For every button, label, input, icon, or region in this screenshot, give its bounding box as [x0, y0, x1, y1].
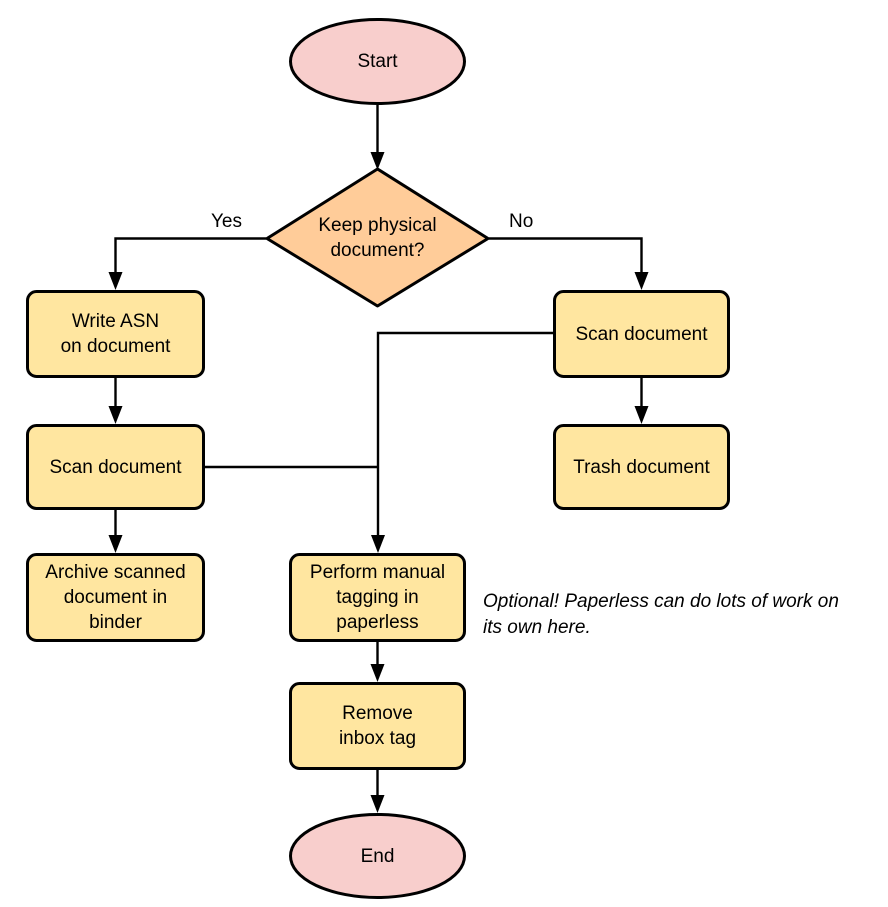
edge-start-to-decision: [370, 105, 385, 170]
node-trash-document[interactable]: [553, 424, 730, 510]
edge-decision-no: [489, 237, 649, 290]
node-write-asn[interactable]: [26, 290, 205, 378]
node-decision-keep-physical-document[interactable]: [265, 167, 490, 308]
node-remove-inbox-tag[interactable]: [289, 682, 466, 770]
arrow-head-icon: [634, 406, 649, 424]
edge-remove-tag-to-end: [370, 770, 385, 813]
arrow-head-icon: [108, 535, 123, 553]
edge-scan-left-to-archive: [108, 510, 123, 553]
arrow-head-icon: [108, 406, 123, 424]
arrow-head-icon: [371, 535, 385, 553]
edge-label-no: No: [509, 211, 534, 232]
edge-scan-right-to-trash: [634, 378, 649, 424]
arrow-head-icon: [370, 152, 385, 170]
arrow-head-icon: [370, 795, 385, 813]
node-scan-document-right[interactable]: [553, 290, 730, 378]
node-scan-document-left[interactable]: [26, 424, 205, 510]
edge-decision-yes: [108, 237, 266, 290]
node-archive-scanned-document[interactable]: [26, 553, 205, 642]
edge-label-yes: Yes: [211, 211, 242, 232]
node-end[interactable]: [289, 813, 466, 899]
edge-tagging-to-remove-tag: [370, 642, 385, 682]
node-perform-manual-tagging[interactable]: [289, 553, 466, 642]
optional-note: Optional! Paperless can do lots of work …: [483, 591, 839, 638]
node-start[interactable]: [289, 18, 466, 105]
arrow-head-icon: [108, 272, 123, 290]
arrow-head-icon: [634, 272, 649, 290]
arrow-head-icon: [370, 664, 385, 682]
edge-write-asn-to-scan-left: [108, 378, 123, 424]
edge-scan-right-to-tagging: [371, 331, 553, 553]
